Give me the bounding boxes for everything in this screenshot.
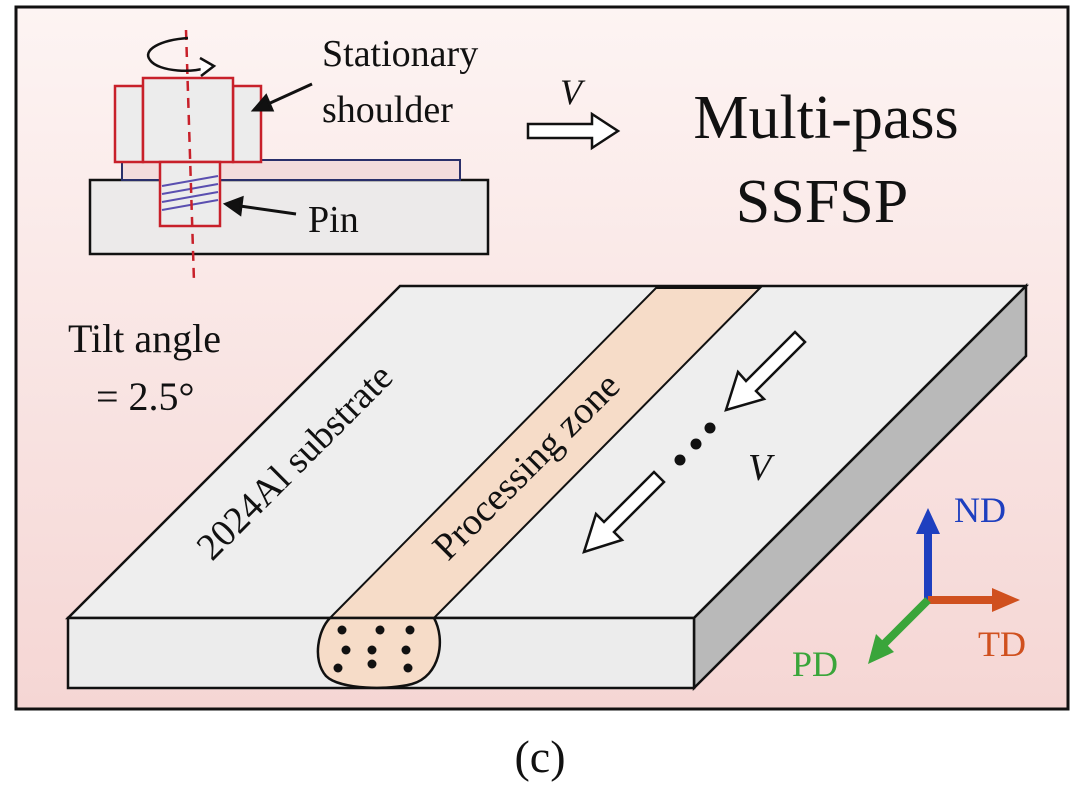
td-arrow-icon <box>928 588 1020 612</box>
title-line1: Multi-pass <box>693 84 958 152</box>
label-stationary: Stationary <box>322 33 478 75</box>
speed-arrow-top: V <box>526 72 621 151</box>
pd-arrow-icon <box>868 597 931 664</box>
label-td: TD <box>978 624 1026 664</box>
figure-caption: (c) <box>514 731 565 782</box>
label-pin: Pin <box>308 199 359 241</box>
nd-arrow-icon <box>916 508 940 600</box>
label-pd: PD <box>792 644 838 684</box>
tool-schematic: Stationary shoulder Pin <box>88 29 490 283</box>
rotation-arrow-icon <box>146 36 217 77</box>
coordinate-axes: ND TD PD <box>792 490 1026 684</box>
label-speed-top: V <box>560 72 586 112</box>
shoulder-right-block <box>231 84 263 164</box>
base-plate <box>88 178 490 256</box>
pass-arrow-lower <box>582 470 666 554</box>
pass-arrow-upper <box>724 330 807 412</box>
tilt-line2: = 2.5° <box>96 374 195 419</box>
tilt-line1: Tilt angle <box>68 316 221 361</box>
title-line2: SSFSP <box>736 168 908 236</box>
annotation-arrows <box>222 82 313 217</box>
label-nd: ND <box>954 490 1006 530</box>
label-speed-plate: V <box>748 447 775 489</box>
plate: 2024Al substrate Processing zone V <box>64 282 1030 692</box>
particle-dots <box>333 625 415 673</box>
shoulder-left-block <box>113 84 145 164</box>
ellipsis-dots <box>674 422 716 466</box>
label-shoulder: shoulder <box>322 89 453 131</box>
